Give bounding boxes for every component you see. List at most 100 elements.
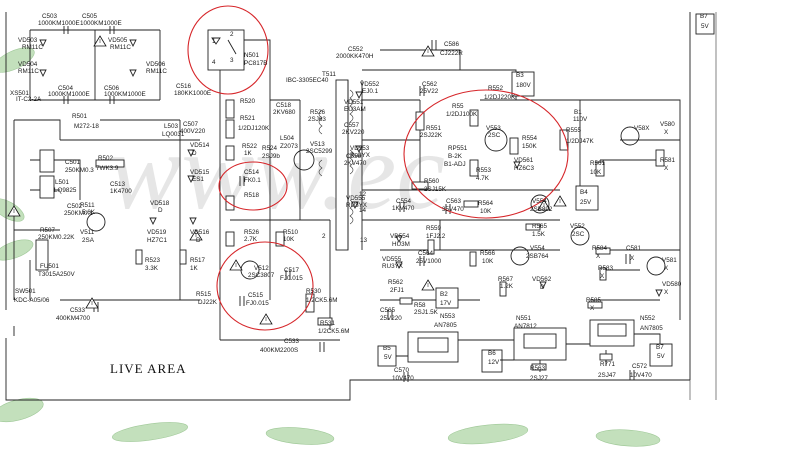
component-label: VD505 bbox=[108, 37, 128, 44]
component-label: RP551 bbox=[448, 145, 468, 152]
component-label: R524 bbox=[262, 145, 278, 152]
component-label: 2SJ9b bbox=[262, 153, 280, 160]
component-label: 10K bbox=[283, 236, 295, 243]
component-label: 2SC5299 bbox=[306, 148, 333, 155]
component-label: V553 bbox=[486, 125, 501, 132]
component-label: VD562 bbox=[532, 276, 552, 283]
component-label: 400KM2200S bbox=[260, 347, 298, 354]
component-label: R507 bbox=[40, 227, 56, 234]
component-label: FU501 bbox=[40, 263, 59, 270]
component-label: N553 bbox=[440, 313, 456, 320]
component-label: R553 bbox=[476, 167, 492, 174]
component-label: C516 bbox=[176, 83, 192, 90]
component-label: 2SB764 bbox=[526, 253, 549, 260]
component-label: C533 bbox=[284, 338, 300, 345]
component-label: C572 bbox=[632, 363, 648, 370]
component-label: R584 bbox=[592, 245, 608, 252]
component-label: 2KV680 bbox=[273, 109, 296, 116]
component-label: C570 bbox=[394, 367, 410, 374]
component-label: 25V1000 bbox=[416, 258, 442, 265]
component-label: VD504 bbox=[18, 61, 38, 68]
component-label: B7 bbox=[700, 13, 708, 20]
component-label: VD552 bbox=[360, 81, 380, 88]
component-label: 2SJ27 bbox=[530, 375, 548, 382]
component-label: 2SJ1.5K bbox=[414, 309, 439, 316]
component-label: C514 bbox=[244, 169, 260, 176]
component-label: 10V470 bbox=[392, 375, 414, 382]
component-label: HZ6C3 bbox=[514, 165, 534, 172]
component-label: VD580 bbox=[662, 281, 682, 288]
component-label: 3.3K bbox=[145, 265, 159, 272]
component-label: HU3M bbox=[392, 241, 410, 248]
component-label: 1000KM1000E bbox=[48, 91, 90, 98]
component-label: VD555 bbox=[346, 195, 366, 202]
component-label: R565 bbox=[532, 223, 548, 230]
component-label: 35V470 bbox=[442, 206, 464, 213]
component-label: R559 bbox=[426, 225, 442, 232]
component-label: 7WK3.9 bbox=[96, 165, 119, 172]
component-label: C564 bbox=[418, 250, 434, 257]
capacitor-c514-highlight bbox=[218, 161, 288, 211]
component-label: 1/2DJ220K bbox=[484, 94, 516, 101]
component-label: X bbox=[596, 253, 601, 260]
component-label: 2KV220 bbox=[342, 129, 365, 136]
component-label: V512 bbox=[254, 265, 269, 272]
component-label: CJ222R bbox=[440, 50, 463, 57]
component-label: 2SJ47 bbox=[598, 372, 616, 379]
component-label: 2SC bbox=[488, 132, 501, 139]
component-label: X bbox=[664, 129, 669, 136]
component-label: VD519 bbox=[147, 229, 167, 236]
component-label: X bbox=[664, 165, 669, 172]
component-label: 1/2DJ120K bbox=[238, 125, 270, 132]
component-label: R517 bbox=[190, 257, 206, 264]
right-frame bbox=[689, 12, 717, 400]
component-label: T511 bbox=[322, 71, 336, 78]
component-label: C502 bbox=[67, 203, 83, 210]
component-label: 400V220 bbox=[180, 128, 206, 135]
component-label: RM11C bbox=[22, 44, 43, 51]
component-label: N551 bbox=[516, 315, 532, 322]
component-label: 5V bbox=[657, 353, 666, 360]
component-label: R583 bbox=[598, 265, 614, 272]
watermark-text: www.ec bbox=[108, 110, 445, 232]
component-label: 400KM4700 bbox=[56, 315, 90, 322]
component-label: V552 bbox=[570, 223, 585, 230]
regulator-feedback-highlight bbox=[403, 89, 569, 219]
component-label: 250KM0.1 bbox=[64, 210, 93, 217]
component-label: Ru3YX bbox=[350, 152, 371, 159]
component-label: D bbox=[158, 207, 163, 214]
component-label: 2SJ22K bbox=[420, 132, 443, 139]
component-label: FJ0.015 bbox=[280, 275, 303, 282]
component-label: X bbox=[600, 273, 605, 280]
component-label: L501 bbox=[55, 179, 70, 186]
component-label: B1 bbox=[574, 109, 582, 116]
component-label: R522 bbox=[242, 143, 258, 150]
component-label: HZ7C1 bbox=[147, 237, 167, 244]
component-label: 2SB892 bbox=[530, 206, 553, 213]
component-label: R771 bbox=[600, 361, 616, 368]
component-label: FK0.1 bbox=[244, 177, 261, 184]
component-label: 1KV470 bbox=[392, 205, 415, 212]
component-label: 1.5K bbox=[532, 231, 546, 238]
component-label: 2000KK470H bbox=[336, 53, 374, 60]
component-label: VD516 bbox=[190, 229, 210, 236]
component-label: 1.2K bbox=[500, 283, 514, 290]
component-label: VD506 bbox=[146, 61, 166, 68]
component-label: 250KM0.3 bbox=[65, 167, 94, 174]
component-label: VD514 bbox=[190, 142, 210, 149]
component-label: C518 bbox=[276, 102, 292, 109]
component-label: 12 bbox=[359, 191, 367, 198]
component-label: N552 bbox=[640, 315, 656, 322]
component-label: 10V470 bbox=[630, 372, 652, 379]
component-label: R511 bbox=[80, 202, 95, 209]
component-label: AN7812 bbox=[514, 323, 537, 330]
component-label: EJ0.1 bbox=[362, 88, 379, 95]
component-label: M272-18 bbox=[74, 123, 99, 130]
component-label: 1000KM1000E bbox=[38, 20, 80, 27]
live-area-label: LIVE AREA bbox=[110, 361, 187, 376]
component-label: 1/2CK5.6M bbox=[318, 328, 350, 335]
component-label: R564 bbox=[478, 200, 494, 207]
component-label: R526 bbox=[310, 109, 326, 116]
component-label: 2SA bbox=[82, 237, 95, 244]
component-label: X bbox=[664, 289, 669, 296]
